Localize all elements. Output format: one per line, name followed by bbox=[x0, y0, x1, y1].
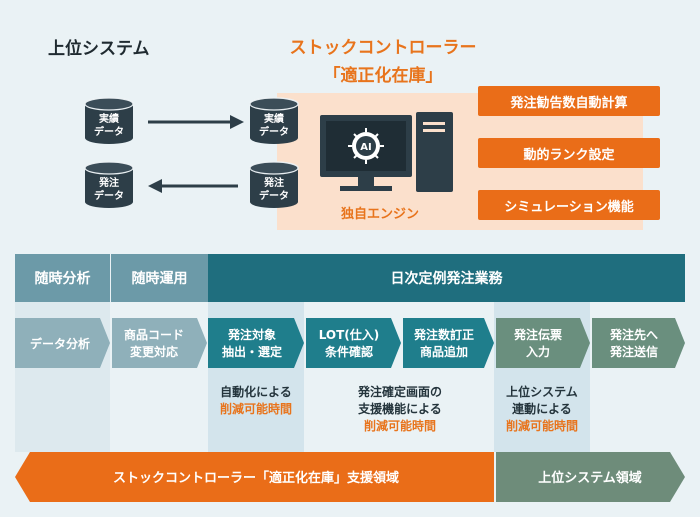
step-lot-check-line2: 条件確認 bbox=[324, 344, 373, 359]
db-right-actual: 実績 データ bbox=[249, 97, 299, 145]
step-slip-input-line1: 発注伝票 bbox=[513, 327, 562, 342]
phase-adhoc-operation: 随時運用 bbox=[111, 254, 208, 302]
note-confirm-screen-text1: 発注確定画面の bbox=[357, 385, 442, 399]
note-confirm-screen: 発注確定画面の 支援機能による 削減可能時間 bbox=[320, 384, 480, 435]
note-confirm-screen-text2: 支援機能による bbox=[358, 402, 442, 416]
step-lot-check-line1: LOT(仕入) bbox=[319, 327, 380, 342]
domain-stock-controller: ストックコントローラー「適正化在庫」支援領域 bbox=[15, 452, 494, 502]
domain-upper-system-label: 上位システム領域 bbox=[538, 470, 642, 486]
db-left-actual-line2: データ bbox=[94, 125, 124, 138]
db-right-order-line1: 発注 bbox=[263, 176, 284, 189]
note-automation: 自動化による 削減可能時間 bbox=[208, 384, 304, 418]
phase-adhoc-analysis: 随時分析 bbox=[15, 254, 110, 302]
step-lot-check: LOT(仕入) 条件確認 bbox=[306, 318, 401, 368]
db-right-actual-line2: データ bbox=[259, 125, 289, 138]
stock-controller-title-line2: 「適正化在庫」 bbox=[323, 66, 443, 86]
step-quantity-fix: 発注数訂正 商品追加 bbox=[403, 318, 494, 368]
step-order-target-line2: 抽出・選定 bbox=[222, 344, 282, 359]
arrow-left bbox=[148, 179, 238, 193]
step-product-code-line2: 変更対応 bbox=[130, 344, 178, 359]
ai-chip-label: AI bbox=[360, 142, 371, 153]
note-upper-link-text1: 上位システム bbox=[506, 385, 578, 399]
domain-row: ストックコントローラー「適正化在庫」支援領域 上位システム領域 bbox=[15, 452, 685, 502]
step-quantity-fix-line1: 発注数訂正 bbox=[413, 327, 474, 342]
db-left-actual: 実績 データ bbox=[84, 97, 134, 145]
phase-daily-ordering: 日次定例発注業務 bbox=[208, 254, 685, 302]
db-right-order-line2: データ bbox=[259, 189, 289, 202]
engine-label: 独自エンジン bbox=[340, 207, 419, 222]
upper-system-title: 上位システム bbox=[48, 39, 150, 59]
step-order-target: 発注対象 抽出・選定 bbox=[208, 318, 304, 368]
domain-stock-controller-label: ストックコントローラー「適正化在庫」支援領域 bbox=[113, 470, 399, 486]
feature-simulation: シミュレーション機能 bbox=[478, 190, 660, 220]
ai-chip-icon: AI bbox=[348, 128, 384, 164]
stock-controller-title-line1: ストックコントローラー bbox=[289, 38, 477, 58]
step-order-target-line1: 発注対象 bbox=[227, 327, 276, 342]
feature-auto-calc: 発注勧告数自動計算 bbox=[478, 86, 660, 116]
note-automation-text: 自動化による bbox=[220, 385, 292, 399]
note-upper-link: 上位システム 連動による 削減可能時間 bbox=[494, 384, 590, 435]
step-data-analysis-line1: データ分析 bbox=[30, 336, 90, 351]
step-quantity-fix-line2: 商品追加 bbox=[420, 344, 468, 359]
step-product-code: 商品コード 変更対応 bbox=[112, 318, 207, 368]
step-product-code-line1: 商品コード bbox=[124, 327, 184, 342]
db-left-order: 発注 データ bbox=[84, 161, 134, 209]
stock-controller-title: ストックコントローラー 「適正化在庫」 bbox=[268, 34, 498, 90]
note-upper-link-text2: 連動による bbox=[512, 402, 572, 416]
step-send-order: 発注先へ 発注送信 bbox=[592, 318, 685, 368]
domain-upper-system: 上位システム領域 bbox=[496, 452, 685, 502]
note-confirm-screen-highlight: 削減可能時間 bbox=[363, 419, 436, 433]
step-slip-input-line2: 入力 bbox=[526, 344, 550, 359]
note-automation-highlight: 削減可能時間 bbox=[219, 402, 292, 416]
db-left-actual-line1: 実績 bbox=[99, 112, 119, 125]
computer-icon: AI bbox=[320, 112, 453, 192]
step-data-analysis: データ分析 bbox=[15, 318, 110, 368]
data-flow-graphic: 実績 データ 発注 データ 実績 データ 発注 データ bbox=[84, 97, 453, 209]
step-row: データ分析 商品コード 変更対応 発注対象 抽出・選定 LOT(仕入) 条件確認… bbox=[15, 318, 685, 368]
feature-dynamic-rank: 動的ランク設定 bbox=[478, 138, 660, 168]
note-upper-link-highlight: 削減可能時間 bbox=[505, 419, 578, 433]
arrow-right bbox=[148, 115, 244, 129]
step-send-order-line1: 発注先へ bbox=[609, 327, 658, 342]
step-slip-input: 発注伝票 入力 bbox=[496, 318, 590, 368]
db-right-order: 発注 データ bbox=[249, 161, 299, 209]
db-left-order-line1: 発注 bbox=[98, 176, 119, 189]
db-right-actual-line1: 実績 bbox=[264, 112, 284, 125]
db-left-order-line2: データ bbox=[94, 189, 124, 202]
step-send-order-line2: 発注送信 bbox=[609, 344, 658, 359]
